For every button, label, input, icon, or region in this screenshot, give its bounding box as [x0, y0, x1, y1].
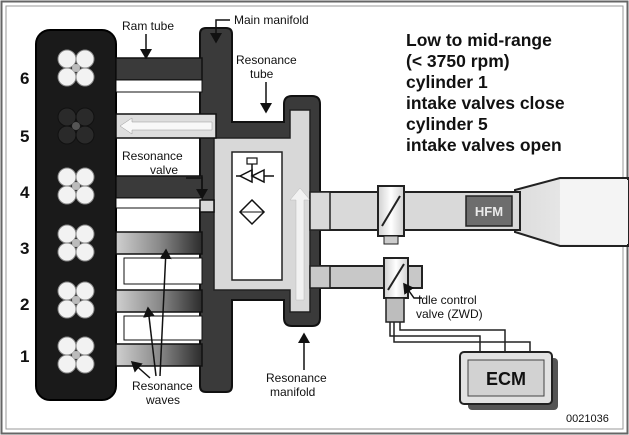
label-resonance-tube-2: tube: [250, 67, 274, 81]
cylinder-number-2: 2: [20, 295, 29, 314]
leader-idle-control: [403, 282, 422, 299]
label-resonance-tube-1: Resonance: [236, 53, 297, 67]
airflow-stream: [560, 180, 628, 244]
leader-wave-1: [159, 248, 172, 377]
condition-line-6: intake valves open: [406, 135, 562, 155]
cylinder-number-3: 3: [20, 239, 29, 258]
cylinder-number-5: 5: [20, 127, 29, 146]
leader-wave-3: [130, 361, 151, 379]
throttle-plate: [381, 195, 401, 227]
throttle-bottom-mount: [383, 235, 399, 245]
engine-block: [35, 29, 117, 401]
label-resonance-manifold-2: manifold: [270, 385, 315, 399]
label-resonance-waves-2: waves: [145, 393, 180, 407]
ecm-wire-c: [393, 322, 531, 352]
cylinder-number-4: 4: [20, 183, 30, 202]
runner-2: [115, 289, 203, 313]
runner-3: [115, 231, 203, 255]
diagram-code: 0021036: [566, 413, 609, 425]
idle-valve-actuator: [385, 297, 405, 323]
runner-5: [115, 113, 217, 139]
cylinder-number-1: 1: [20, 347, 29, 366]
label-idle-control-2: valve (ZWD): [416, 307, 483, 321]
operating-condition: Low to mid-range (< 3750 rpm) cylinder 1…: [406, 30, 565, 155]
hfm-sensor: [465, 195, 513, 227]
label-resonance-manifold-1: Resonance: [266, 371, 327, 385]
resonance-valve: [199, 199, 215, 213]
leader-main-manifold: [210, 19, 230, 44]
leader-wave-2: [143, 306, 157, 377]
ecm-wire-b: [399, 322, 506, 352]
label-ram-tube: Ram tube: [122, 19, 174, 33]
leader-resonance-valve: [186, 177, 208, 200]
hfm-label: HFM: [475, 204, 503, 219]
condition-line-5: cylinder 5: [406, 114, 488, 134]
ecm-wire-a: [389, 322, 481, 352]
airflow-up-arrow: [289, 187, 311, 301]
label-resonance-valve-2: valve: [150, 163, 178, 177]
label-resonance-waves-1: Resonance: [132, 379, 193, 393]
condition-line-1: Low to mid-range: [406, 30, 552, 50]
valve-symbol: [236, 157, 274, 226]
runner-6: [115, 57, 203, 93]
condition-line-2: (< 3750 rpm): [406, 51, 510, 71]
label-main-manifold: Main manifold: [234, 13, 309, 27]
ecm-inner: [467, 359, 545, 397]
condition-line-3: cylinder 1: [406, 72, 488, 92]
condition-line-4: intake valves close: [406, 93, 565, 113]
resonance-tube-connector: [309, 191, 331, 231]
cylinder-number-6: 6: [20, 69, 29, 88]
label-resonance-valve-1: Resonance: [122, 149, 183, 163]
runner-4: [115, 175, 203, 209]
label-idle-control-1: Idle control: [418, 293, 477, 307]
ecm-label: ECM: [486, 369, 526, 389]
runner-1: [115, 343, 203, 367]
